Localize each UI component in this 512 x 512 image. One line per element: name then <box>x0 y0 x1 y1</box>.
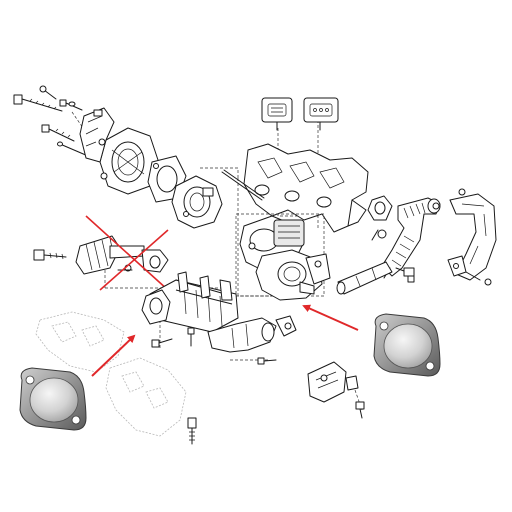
intake-flange <box>367 195 393 241</box>
stud-icon <box>39 85 57 100</box>
egr-pipe-corrugated <box>381 188 466 279</box>
washer-icon <box>68 101 76 107</box>
small-bolts <box>151 327 277 365</box>
bolt-icon <box>41 124 75 142</box>
egr-tube <box>336 261 415 295</box>
bolt-set-top-left <box>13 85 89 157</box>
egr-cooler <box>141 271 239 333</box>
egr-pipe-bracket <box>447 193 497 286</box>
arrow-to-cooler-flange <box>91 334 136 377</box>
bolt-icon <box>187 327 195 347</box>
arrow-to-egr-valve-flange <box>302 304 359 331</box>
egr-valve-housing <box>171 175 223 229</box>
electrical-connectors <box>261 97 339 131</box>
long-bolt-icon <box>13 94 63 112</box>
cooler-outlet-pipe <box>207 315 297 353</box>
intake-manifold-ghost <box>35 311 187 437</box>
bolt-icon <box>33 249 67 261</box>
bolt-icon <box>187 417 197 445</box>
exhaust-manifold-upper <box>243 143 369 233</box>
egr-valve-assembly <box>235 213 331 301</box>
long-stud-icon <box>221 169 265 201</box>
stud-icon <box>57 141 89 157</box>
bolt-icon <box>355 401 365 419</box>
throttle-body <box>79 107 159 195</box>
bolt-icon <box>151 338 173 348</box>
mounting-bracket <box>307 361 359 403</box>
annotation-arrows <box>91 304 359 377</box>
blanking-plate-right <box>373 313 441 377</box>
bolt-icon <box>257 357 277 365</box>
blanking-plate-left <box>19 367 87 431</box>
cross-out-mark <box>85 215 169 291</box>
